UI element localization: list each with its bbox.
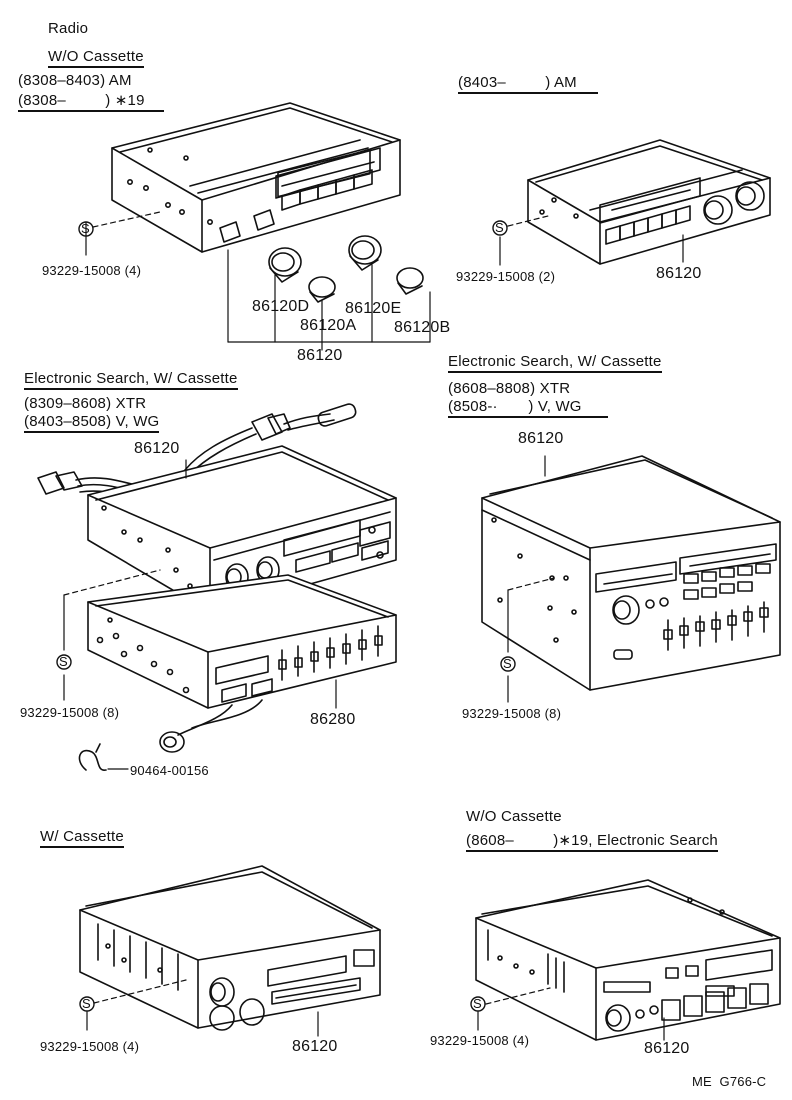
screw-symbol-5: S — [82, 996, 91, 1011]
panel3-title: Electronic Search, W/ Cassette — [24, 370, 238, 390]
part-86120e: 86120E — [345, 300, 402, 317]
radio-unit-1 — [111, 102, 401, 253]
panel3-condition-1: (8309–8608) XTR — [24, 395, 147, 412]
panel6-title: W/O Cassette — [466, 808, 562, 825]
panel3-screw-part: 93229-15008 (8) — [20, 705, 120, 720]
equalizer-cable — [159, 699, 263, 753]
radio-unit-2 — [527, 139, 771, 265]
knob-86120e — [348, 235, 382, 271]
panel1-screw-part: 93229-15008 (4) — [42, 263, 142, 278]
screw-symbol-4: S — [503, 656, 512, 671]
part-90464-00156: 90464-00156 — [130, 763, 209, 778]
panel4-condition-2: (8508-· ) V, WG — [448, 398, 608, 418]
panel4-title: Electronic Search, W/ Cassette — [448, 353, 662, 373]
part-86120-p4: 86120 — [518, 430, 564, 447]
part-86120-p1: 86120 — [297, 347, 343, 364]
knob-86120a — [308, 276, 336, 303]
knob-86120b — [396, 267, 424, 295]
radio-unit-5 — [79, 865, 381, 1031]
panel2-condition: (8403– ) AM — [458, 74, 598, 94]
bracket-lines-1 — [227, 249, 431, 351]
equalizer-unit — [87, 574, 397, 709]
radio-unit-4 — [481, 455, 781, 691]
screw-leader-5 — [86, 979, 319, 1037]
screw-leader-3 — [63, 459, 337, 770]
part-86120-p2: 86120 — [656, 265, 702, 282]
part-86120d: 86120D — [252, 298, 310, 315]
wire-clip-90464 — [78, 743, 107, 771]
screw-symbol-2: S — [495, 220, 504, 235]
part-86280: 86280 — [310, 711, 356, 728]
screw-leader-2 — [499, 215, 549, 266]
part-86120-p5: 86120 — [292, 1038, 338, 1055]
screw-symbol-1: S — [81, 221, 90, 236]
radio-unit-6 — [475, 879, 781, 1041]
panel2-screw-part: 93229-15008 (2) — [456, 269, 556, 284]
panel1-subtitle: W/O Cassette — [48, 48, 144, 68]
radio-unit-3 — [87, 445, 397, 613]
panel1-condition-1: (8308–8403) AM — [18, 72, 132, 89]
screw-symbols — [56, 220, 516, 1012]
part-86120-p6: 86120 — [644, 1040, 690, 1057]
panel4-screw-part: 93229-15008 (8) — [462, 706, 562, 721]
part-86120-p3: 86120 — [134, 440, 180, 457]
panel6-condition: (8608– )∗19, Electronic Search — [466, 832, 718, 852]
screw-leader-4 — [507, 455, 555, 703]
knob-86120d — [268, 247, 302, 283]
panel6-screw-part: 93229-15008 (4) — [430, 1033, 530, 1048]
panel5-title: W/ Cassette — [40, 828, 124, 848]
panel1-title: Radio — [48, 20, 89, 37]
panel4-condition-1: (8608–8808) XTR — [448, 380, 571, 397]
screw-symbol-6: S — [473, 996, 482, 1011]
figure-code: ME G766-C — [692, 1074, 767, 1089]
part-86120b: 86120B — [394, 319, 451, 336]
panel3-condition-2: (8403–8508) V, WG — [24, 413, 160, 433]
screw-leader-6 — [477, 987, 665, 1041]
part-86120a: 86120A — [300, 317, 357, 334]
panel5-screw-part: 93229-15008 (4) — [40, 1039, 140, 1054]
panel1-condition-2: (8308– ) ∗19 — [18, 92, 164, 112]
screw-symbol-3: S — [59, 654, 68, 669]
screw-leader-1 — [85, 211, 161, 256]
